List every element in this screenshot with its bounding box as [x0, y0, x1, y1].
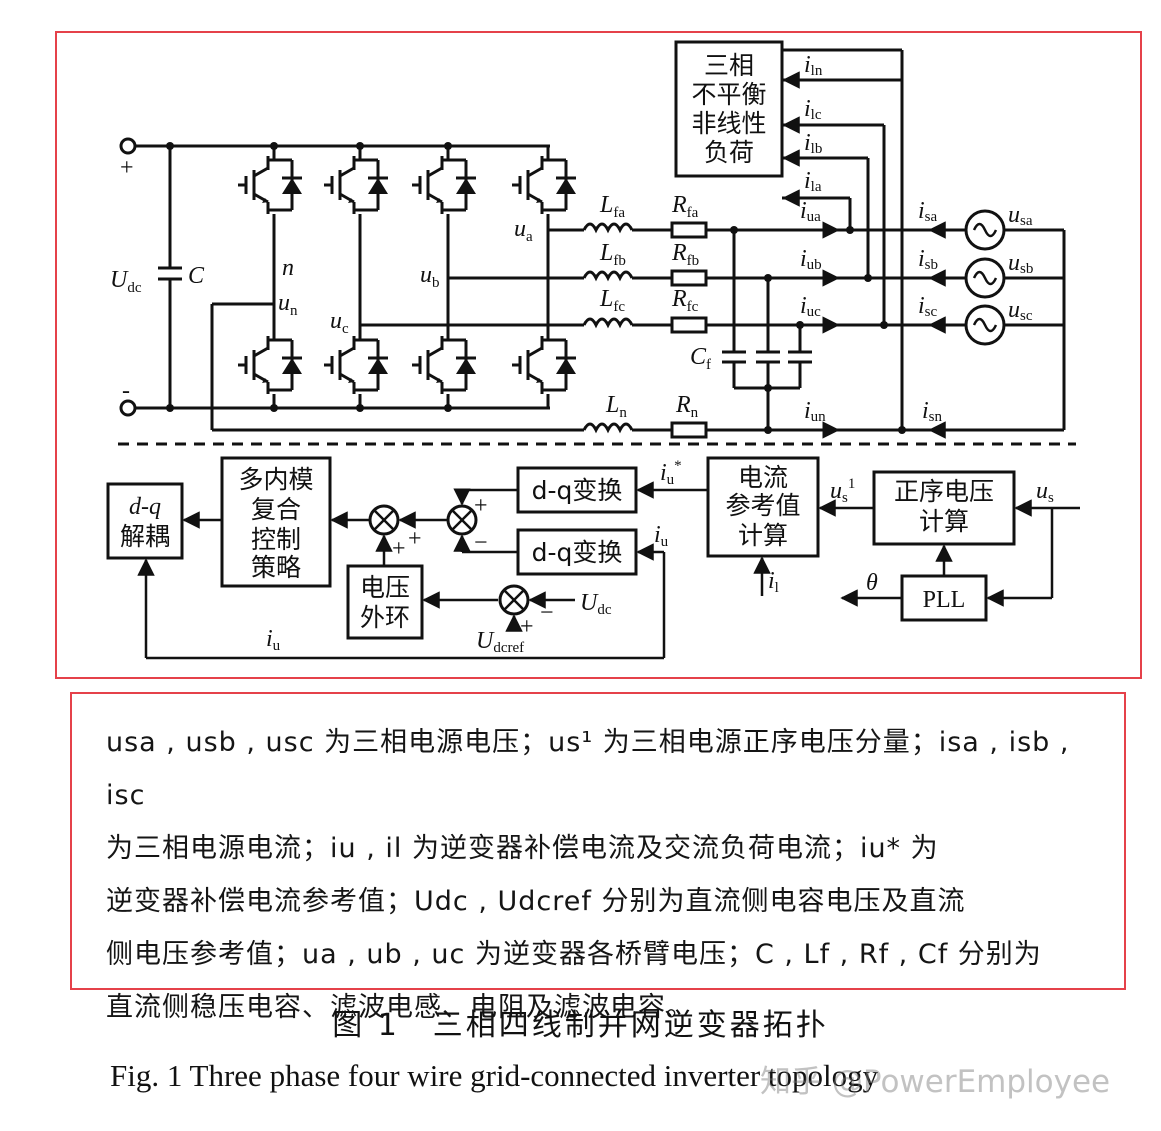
dq-transform-text-2: d-q变换	[532, 538, 623, 567]
voltage-loop-text-1: 电压	[360, 573, 410, 602]
ilb-label: ilb	[804, 130, 822, 157]
watermark: 知乎 @PowerEmployee	[760, 1064, 1111, 1100]
iu-label: iu	[654, 522, 669, 550]
sum-plus-2: +	[392, 536, 406, 562]
pos-seq-text-1: 正序电压	[894, 477, 994, 506]
multi-model-text-1: 多内模	[238, 465, 313, 494]
ua-label: ua	[514, 216, 533, 245]
figure-caption-en: Fig. 1 Three phase four wire grid-connec…	[110, 1058, 879, 1093]
cap-c-label: C	[188, 263, 205, 289]
multi-model-text-2: 复合	[251, 495, 301, 524]
load-current-arrows	[782, 71, 950, 439]
udcref-label: Udcref	[476, 628, 524, 656]
minus-label: -	[122, 378, 130, 404]
iun-label: iun	[804, 398, 826, 425]
isc-label: isc	[918, 293, 938, 320]
summing-junction-crosses	[373, 509, 525, 611]
usa-label: usa	[1008, 202, 1033, 229]
control-blocks	[106, 456, 1016, 640]
dq-transform-text-1: d-q变换	[532, 476, 623, 505]
legend-box: usa , usb , usc 为三相电源电压；us¹ 为三相电源正序电压分量；…	[70, 692, 1126, 1023]
udc-label: Udc	[110, 267, 142, 296]
sum-minus-1: −	[474, 530, 488, 556]
legend-line-1: usa , usb , usc 为三相电源电压；us¹ 为三相电源正序电压分量；…	[106, 727, 1070, 811]
iub-label: iub	[800, 246, 822, 273]
theta-label: θ	[866, 570, 878, 596]
rfc-label: Rfc	[671, 286, 699, 315]
sum-plus-1: +	[474, 493, 488, 519]
legend-line-4: 侧电压参考值；ua , ub , uc 为逆变器各桥臂电压；C , Lf , R…	[106, 939, 1042, 970]
lfa-label: Lfa	[599, 192, 625, 221]
legend-line-2: 为三相电源电流；iu , il 为逆变器补偿电流及交流负荷电流；iu* 为	[106, 833, 939, 864]
node-n-label: n	[282, 255, 294, 281]
ila-label: ila	[804, 168, 822, 195]
control-wiring	[137, 481, 1080, 660]
rfa-label: Rfa	[671, 192, 699, 221]
iu-feedback-label: iu	[266, 626, 281, 654]
plus-label: +	[120, 155, 134, 181]
load-text-4: 负荷	[704, 138, 754, 167]
cf-label: Cf	[690, 344, 711, 373]
ln-label: Ln	[605, 392, 627, 421]
dq-decouple-text-2: 解耦	[120, 522, 170, 551]
usc-label: usc	[1008, 297, 1033, 324]
control-labels: d-q 解耦 多内模 复合 控制 策略 d-q变换 d-q变换 电流 参考值 计…	[120, 458, 1054, 656]
legend-line-5: 直流侧稳压电容、滤波电感、电阻及滤波电容。	[106, 992, 694, 1023]
load-text-2: 不平衡	[691, 80, 766, 109]
legend-line-3: 逆变器补偿电流参考值；Udc , Udcref 分别为直流侧电容电压及直流	[106, 886, 966, 917]
us-label: us	[1036, 478, 1054, 506]
junction-dots	[166, 142, 906, 434]
iua-label: iua	[800, 198, 821, 225]
pll-text: PLL	[923, 587, 966, 613]
lfb-label: Lfb	[599, 240, 626, 269]
figure-caption-cn: 图 1 三相四线制并网逆变器拓扑	[332, 1008, 829, 1043]
iuc-label: iuc	[800, 293, 821, 320]
udc-control-label: Udc	[580, 590, 612, 618]
dq-decouple-text-1: d-q	[129, 494, 161, 520]
multi-model-text-4: 策略	[251, 553, 301, 582]
load-text-1: 三相	[704, 51, 754, 80]
sum-minus-2: −	[540, 600, 554, 626]
iln-label: iln	[804, 52, 823, 79]
sum-plus-3: +	[408, 526, 422, 552]
us1-label: us1	[830, 476, 855, 506]
current-ref-text-3: 计算	[738, 521, 788, 550]
rfb-label: Rfb	[671, 240, 699, 269]
load-text-3: 非线性	[691, 109, 766, 138]
pos-seq-text-2: 计算	[919, 507, 969, 536]
isn-label: isn	[922, 398, 943, 425]
voltage-loop-text-2: 外环	[360, 603, 410, 632]
ub-label: ub	[420, 262, 440, 291]
lfc-label: Lfc	[599, 286, 625, 315]
un-label: un	[278, 290, 298, 319]
isb-label: isb	[918, 246, 938, 273]
iu-star-label: iu*	[660, 458, 682, 488]
multi-model-text-3: 控制	[251, 525, 301, 554]
diagram-frame	[55, 31, 1142, 679]
rn-label: Rn	[675, 392, 699, 421]
ilc-label: ilc	[804, 96, 822, 123]
circuit-labels: + - Udc C n un ua ub uc Lfa Lfb Lfc Ln R…	[110, 51, 1033, 425]
isa-label: isa	[918, 198, 938, 225]
usb-label: usb	[1008, 250, 1033, 277]
igbt-switches	[236, 154, 578, 396]
uc-label: uc	[330, 308, 349, 337]
current-ref-text-1: 电流	[738, 463, 788, 492]
il-label: il	[768, 568, 779, 596]
current-ref-text-2: 参考值	[725, 491, 800, 520]
inverter-topology-diagram: + - Udc C n un ua ub uc Lfa Lfb Lfc Ln R…	[106, 40, 1080, 660]
sum-plus-4: +	[520, 614, 534, 640]
